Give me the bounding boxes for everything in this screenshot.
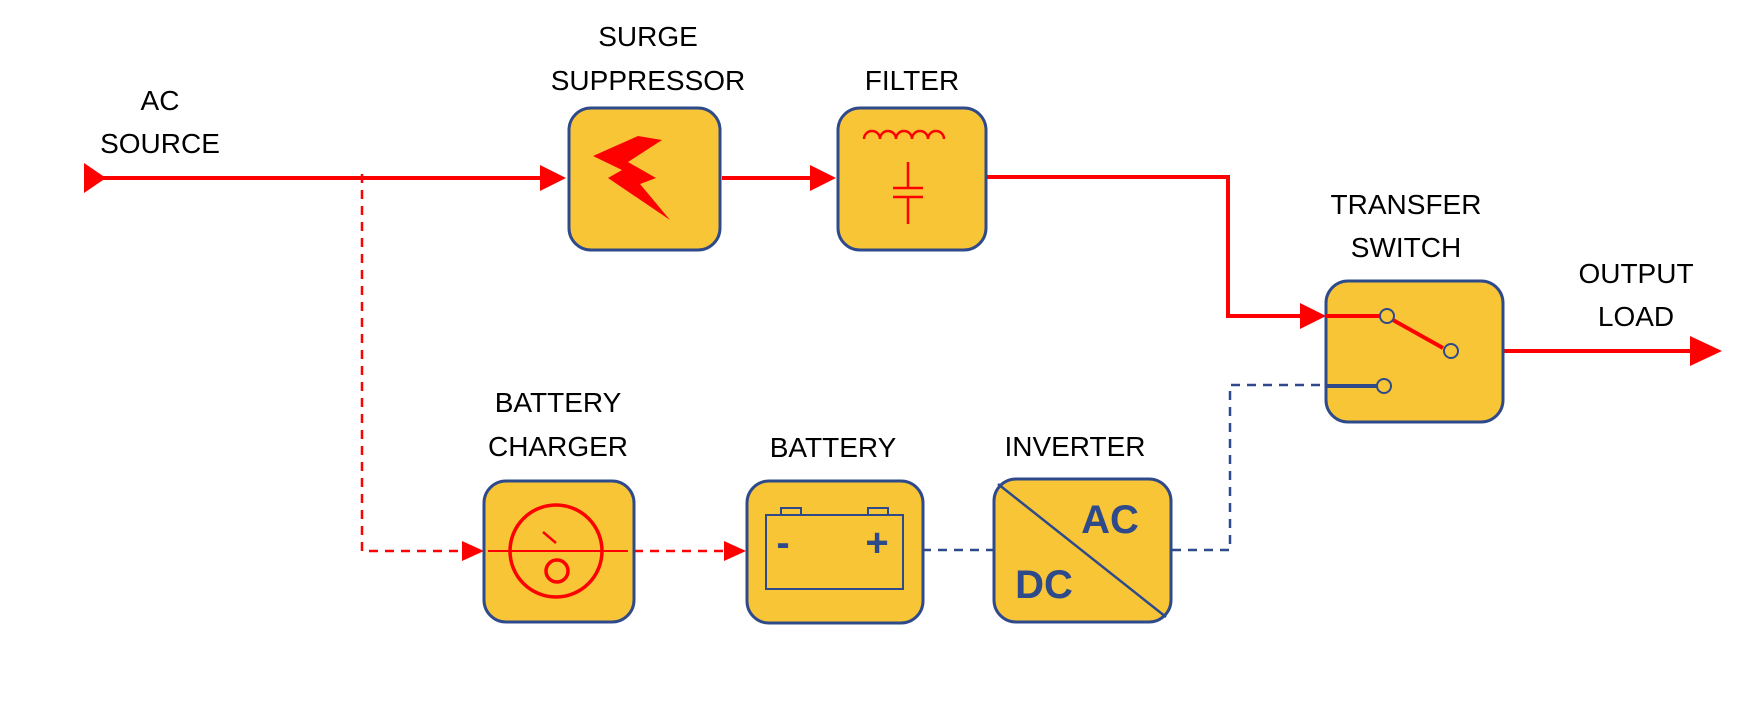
inverter-dc-label: DC	[1015, 563, 1073, 607]
inverter-block: AC DC	[992, 477, 1173, 624]
battery-label-line1: BATTERY	[770, 432, 897, 463]
surge-suppressor-label: SURGE SUPPRESSOR	[551, 21, 746, 96]
battery-block: - +	[745, 479, 925, 625]
arrow-to-output-load	[1690, 336, 1722, 366]
output-load-label-line2: LOAD	[1598, 301, 1674, 332]
transfer-switch-label-line1: TRANSFER	[1331, 189, 1482, 220]
arrow-to-charger	[462, 541, 484, 561]
switch-icon	[1326, 308, 1459, 394]
battery-charger-label-line2: CHARGER	[488, 431, 628, 462]
transfer-switch-label: TRANSFER SWITCH	[1331, 189, 1482, 263]
ac-source-label-line1: AC	[141, 85, 180, 116]
inverter-ac-label: AC	[1081, 498, 1139, 542]
inductor-capacitor-icon	[862, 129, 946, 224]
filter-block	[836, 106, 988, 252]
output-load-label-line1: OUTPUT	[1578, 258, 1693, 289]
arrow-to-surge	[540, 165, 566, 191]
battery-plus-sign: +	[865, 521, 888, 565]
battery-charger-block	[482, 479, 636, 624]
charger-dial-icon	[488, 503, 628, 599]
ac-dashed-branch-to-charger	[360, 174, 462, 553]
filter-label-line1: FILTER	[865, 65, 959, 96]
ac-source-label: AC SOURCE	[100, 85, 220, 159]
ac-dashed-inverter-to-switch	[1172, 383, 1326, 552]
ac-source-label-line2: SOURCE	[100, 128, 220, 159]
battery-label: BATTERY	[770, 432, 897, 463]
surge-suppressor-block	[567, 106, 722, 252]
battery-minus-sign: -	[776, 521, 789, 565]
filter-label: FILTER	[865, 65, 959, 96]
transfer-switch-block	[1324, 279, 1505, 424]
surge-suppressor-label-line2: SUPPRESSOR	[551, 65, 746, 96]
arrow-to-battery	[724, 541, 746, 561]
battery-charger-label: BATTERY CHARGER	[488, 387, 628, 462]
battery-icon: - +	[765, 507, 904, 590]
lightning-bolt-icon	[593, 136, 670, 220]
output-load-label: OUTPUT LOAD	[1578, 258, 1693, 332]
arrow-to-filter	[810, 165, 836, 191]
ac-line-filter-to-switch	[986, 175, 1300, 318]
transfer-switch-label-line2: SWITCH	[1351, 232, 1461, 263]
inverter-label-line1: INVERTER	[1004, 431, 1145, 462]
surge-suppressor-label-line1: SURGE	[598, 21, 698, 52]
dc-ac-converter-icon: AC DC	[997, 483, 1167, 618]
inverter-label: INVERTER	[1004, 431, 1145, 462]
arrow-to-switch	[1300, 303, 1326, 329]
battery-charger-label-line1: BATTERY	[495, 387, 622, 418]
